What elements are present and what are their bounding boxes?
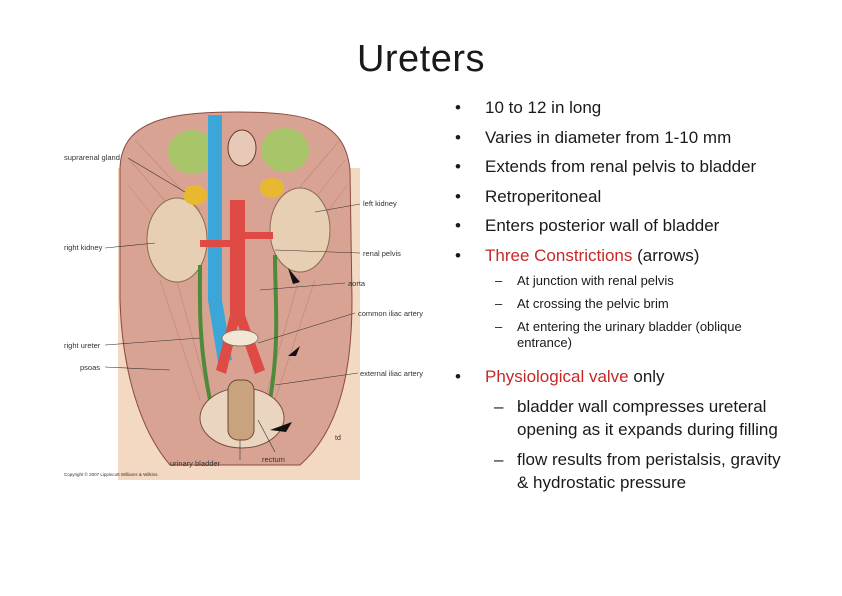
artist-initials: td (335, 435, 341, 442)
sacral-promontory (221, 329, 259, 347)
label-renal-pelvis: renal pelvis (363, 249, 401, 258)
figure-copyright: Copyright © 2007 Lippincott Williams & W… (64, 471, 159, 477)
valve-point: –bladder wall compresses ureteral openin… (494, 396, 778, 440)
constriction-item: –At crossing the pelvic brim (495, 296, 669, 311)
left-adrenal (260, 178, 284, 198)
right-renal-artery (200, 240, 232, 247)
left-kidney (269, 187, 331, 273)
constriction-arrows (270, 268, 300, 432)
label-suprarenal-gland: suprarenal gland (64, 153, 120, 162)
aorta (216, 200, 265, 374)
right-ureter (197, 264, 212, 401)
constriction-arrow-icon (288, 346, 300, 356)
left-suprarenal-gland (261, 128, 309, 172)
constriction-item: –At junction with renal pelvis (495, 273, 674, 288)
rectum (227, 379, 255, 441)
bullet-item-valve: •Physiological valve only (455, 367, 665, 386)
label-external-iliac-artery: external iliac artery (360, 369, 423, 378)
label-aorta: aorta (348, 279, 366, 288)
bullet-item: •Enters posterior wall of bladder (455, 216, 720, 235)
bullet-item: •Retroperitoneal (455, 186, 602, 206)
left-renal-artery (243, 232, 273, 239)
left-ureter (268, 254, 279, 401)
bullet-item: •Extends from renal pelvis to bladder (455, 157, 757, 176)
right-adrenal (183, 185, 207, 205)
ureter-anatomy-illustration: suprarenal gland left kidney right kidne… (60, 100, 440, 480)
bullet-item: •10 to 12 in long (455, 98, 602, 117)
bullet-item: •Varies in diameter from 1-10 mm (455, 127, 732, 147)
label-right-kidney: right kidney (64, 243, 103, 252)
constriction-arrow-icon (288, 268, 300, 284)
constriction-arrow-icon (270, 422, 292, 432)
diaphragm-center (227, 129, 257, 167)
label-left-kidney: left kidney (363, 199, 397, 208)
slide-title: Ureters (356, 38, 486, 80)
label-rectum: rectum (262, 455, 285, 464)
inferior-vena-cava (208, 115, 232, 362)
constriction-item: –At entering the urinary bladder (obliqu… (495, 319, 742, 350)
right-suprarenal-gland (168, 130, 216, 174)
label-psoas: psoas (80, 363, 100, 372)
valve-point: –flow results from peristalsis, gravity … (494, 449, 781, 493)
anatomy-svg: suprarenal gland left kidney right kidne… (64, 111, 423, 480)
label-right-ureter: right ureter (64, 341, 101, 350)
label-leader-lines (104, 157, 361, 460)
label-urinary-bladder: urinary bladder (170, 459, 221, 468)
label-common-iliac-artery: common iliac artery (358, 309, 423, 318)
bullet-list: •10 to 12 in long •Varies in diameter fr… (452, 96, 782, 501)
figure-labels: suprarenal gland left kidney right kidne… (64, 153, 423, 477)
bullet-item-constrictions: •Three Constrictions (arrows) (455, 245, 700, 265)
